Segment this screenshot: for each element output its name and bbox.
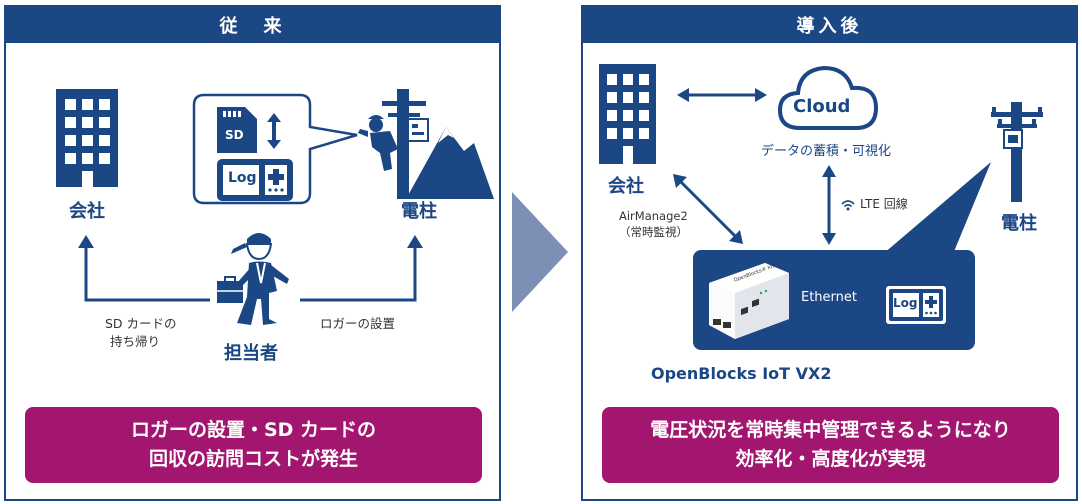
before-header: 従 来 xyxy=(6,7,499,43)
lte-arrow xyxy=(822,165,836,245)
pole-label: 電柱 xyxy=(401,201,437,222)
transition-arrow xyxy=(512,192,568,312)
company-cloud-arrow xyxy=(677,88,767,102)
lte-caption: LTE 回線 xyxy=(860,197,908,211)
airmanage-caption-line1: AirManage2 xyxy=(619,209,688,223)
person-walking-icon xyxy=(217,233,289,325)
logger-text: Log xyxy=(893,296,918,310)
after-header: 導入後 xyxy=(583,7,1076,43)
swap-vertical-icon xyxy=(267,113,281,149)
install-flow-arrow xyxy=(300,235,423,302)
company-building-icon xyxy=(599,64,656,164)
after-panel: 導入後 会社 Cloud データの蓄積・可視化 LTE 回線 Air xyxy=(581,5,1078,501)
sd-card-icon xyxy=(217,107,257,153)
utility-pole-icon xyxy=(991,102,1043,202)
airmanage-arrow xyxy=(673,174,743,244)
airmanage-caption-line2: （常時監視） xyxy=(619,225,688,239)
logger-icon xyxy=(217,159,293,201)
before-callout-line2: 回収の訪問コストが発生 xyxy=(148,448,358,470)
gateway-device-image xyxy=(709,263,789,339)
cloud-caption: データの蓄積・可視化 xyxy=(761,144,892,159)
ethernet-label: Ethernet xyxy=(801,290,857,305)
sd-card-text: SD xyxy=(225,128,244,142)
device-pole-pointer xyxy=(883,162,991,254)
return-caption-line1: SD カードの xyxy=(105,316,177,331)
company-label: 会社 xyxy=(69,201,105,222)
company-label: 会社 xyxy=(608,176,644,197)
wifi-signal-icon xyxy=(841,200,855,211)
device-name: OpenBlocks IoT VX2 xyxy=(651,364,832,383)
logger-text: Log xyxy=(228,170,257,186)
after-callout: 電圧状況を常時集中管理できるようになり 効率化・高度化が実現 xyxy=(602,407,1059,483)
cloud-icon xyxy=(777,65,879,130)
install-caption: ロガーの設置 xyxy=(320,316,396,331)
logger-icon xyxy=(886,286,946,324)
after-callout-line1: 電圧状況を常時集中管理できるようになり xyxy=(650,419,1011,441)
company-building-icon xyxy=(56,89,118,187)
return-flow-arrow xyxy=(78,235,210,302)
pole-worker-illustration xyxy=(358,89,494,199)
before-callout: ロガーの設置・SD カードの 回収の訪問コストが発生 xyxy=(25,407,482,483)
before-callout-line1: ロガーの設置・SD カードの xyxy=(130,419,377,441)
after-callout-line2: 効率化・高度化が実現 xyxy=(735,448,926,470)
before-panel: 従 来 会社 SD Log xyxy=(4,5,501,501)
return-caption-line2: 持ち帰り xyxy=(110,334,161,349)
person-label: 担当者 xyxy=(224,343,278,364)
pole-label: 電柱 xyxy=(1001,213,1037,234)
cloud-label: Cloud xyxy=(793,96,851,117)
